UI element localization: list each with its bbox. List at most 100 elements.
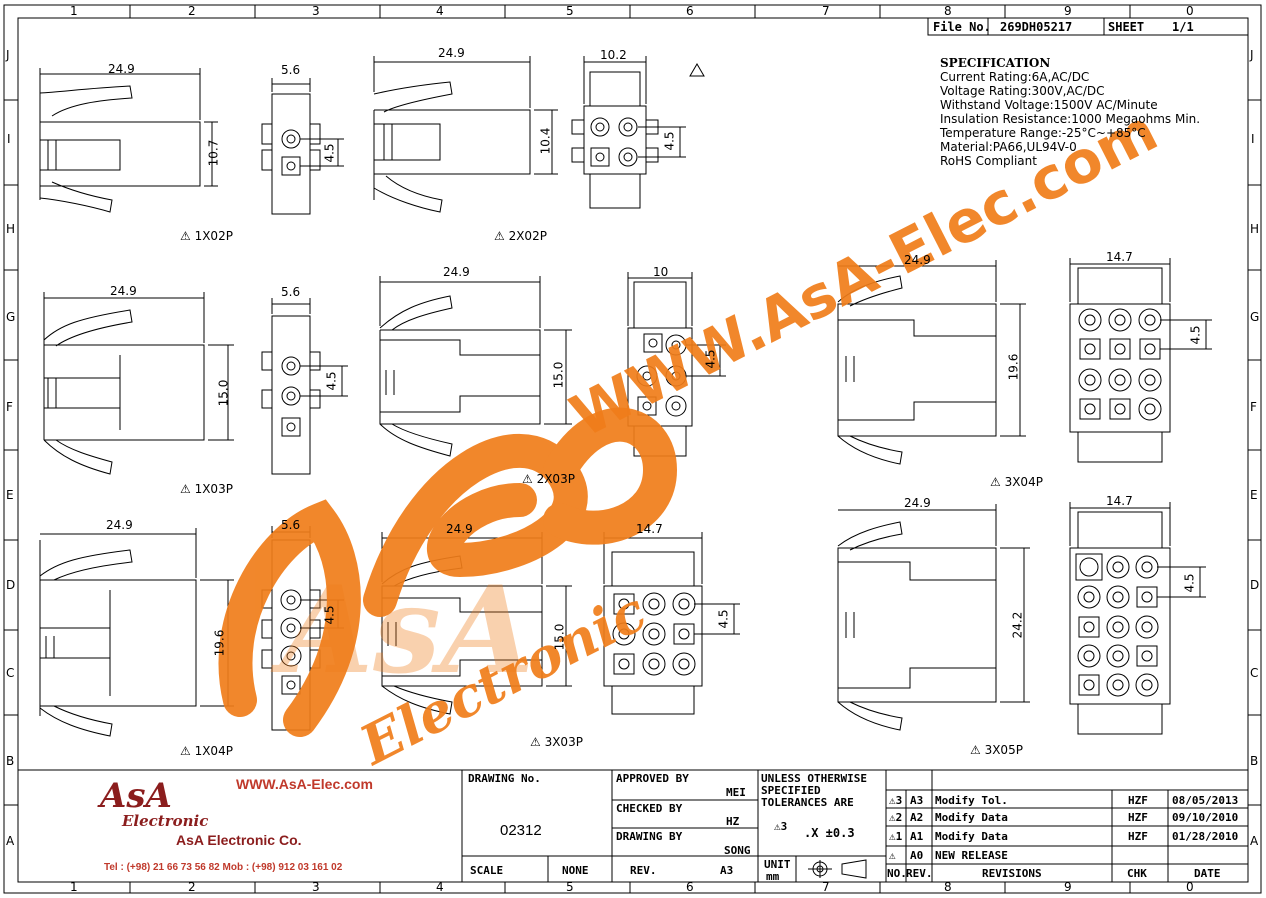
tol-line-2: SPECIFIED: [761, 784, 821, 797]
rev-code: A1: [910, 830, 924, 843]
dim-width: 10: [653, 265, 669, 279]
front-view-1x02: [261, 78, 344, 215]
rev-value: A3: [720, 864, 734, 877]
scale-label: SCALE: [470, 864, 504, 877]
rev-chk: HZF: [1128, 794, 1148, 807]
dim-width: 10.2: [600, 48, 627, 62]
company-logo: AsA: [100, 776, 172, 816]
side-view-3x05: [837, 504, 1030, 731]
dim-width: 14.7: [1106, 494, 1133, 508]
view-label: ⚠ 3X05P: [970, 743, 1023, 757]
rev-mark: ⚠3: [889, 794, 903, 807]
rev-chk: HZF: [1128, 830, 1148, 843]
scale-value: NONE: [562, 864, 589, 877]
file-no: 269DH05217: [1000, 20, 1073, 34]
dim-width: 14.7: [636, 522, 663, 536]
front-view-2x02: [571, 56, 686, 209]
grid-col-6b: 6: [686, 880, 694, 894]
dim-width: 5.6: [281, 63, 301, 77]
dim-height: 15.0: [551, 361, 566, 389]
approved-by: MEI: [726, 786, 746, 799]
grid-col-3b: 3: [312, 880, 320, 894]
dim-pitch: 4.5: [1188, 325, 1203, 345]
grid-row-c-r: C: [1250, 666, 1259, 680]
grid-row-f-r: F: [1250, 400, 1257, 414]
grid-col-2: 2: [188, 4, 196, 18]
company-tel: Tel : (+98) 21 66 73 56 82 Mob : (+98) 9…: [104, 862, 343, 873]
grid-row-h-r: H: [1250, 222, 1260, 236]
grid-row-e: E: [6, 488, 14, 502]
dim-pitch: 4.5: [703, 349, 718, 369]
rev-desc: Modify Tol.: [935, 794, 1008, 807]
grid-row-g-r: G: [1250, 310, 1260, 324]
dim-pitch: 4.5: [322, 143, 337, 163]
grid-col-2b: 2: [188, 880, 196, 894]
grid-row-f: F: [6, 400, 13, 414]
company-name: AsA Electronic Co.: [176, 832, 302, 848]
grid-col-9: 9: [1064, 4, 1072, 18]
spec-line: Withstand Voltage:1500V AC/Minute: [940, 98, 1158, 112]
rev-mark: ⚠1: [889, 830, 903, 843]
approved-label: APPROVED BY: [616, 772, 689, 785]
spec-title: SPECIFICATION: [940, 56, 1051, 70]
spec-line: Insulation Resistance:1000 Megaohms Min.: [940, 112, 1201, 126]
grid-col-6: 6: [686, 4, 694, 18]
title-block-lines: [18, 769, 1248, 882]
grid-row-b: B: [6, 754, 15, 768]
hdr-no: NO.: [887, 867, 907, 880]
spec-line: Current Rating:6A,AC/DC: [940, 70, 1090, 84]
company-web[interactable]: WWW.AsA-Elec.com: [236, 776, 373, 792]
dim-height: 19.6: [1006, 353, 1021, 381]
tol-line-3: TOLERANCES ARE: [761, 796, 854, 809]
dim-length: 24.9: [904, 253, 931, 267]
grid-row-d-r: D: [1250, 578, 1260, 592]
drawn-by: SONG: [724, 844, 751, 857]
front-view-3x03: [603, 532, 740, 715]
spec-line: Temperature Range:-25°C~+85°C: [940, 126, 1146, 140]
rev-date: 08/05/2013: [1172, 794, 1239, 807]
grid-row-c: C: [6, 666, 15, 680]
dim-length: 24.9: [443, 265, 470, 279]
grid-row-i-r: I: [1251, 132, 1255, 146]
rev-desc: NEW RELEASE: [935, 849, 1008, 862]
file-no-label: File No.: [933, 20, 991, 34]
dim-height: 15.0: [552, 623, 567, 651]
hdr-rev: REV.: [906, 867, 933, 880]
side-view-1x02: [39, 68, 218, 213]
grid-col-4: 4: [436, 4, 444, 18]
rev-date: 01/28/2010: [1172, 830, 1239, 843]
dim-height: 10.7: [206, 139, 221, 167]
grid-col-3: 3: [312, 4, 320, 18]
side-view-2x02: [373, 56, 558, 213]
grid-row-j-r: J: [1250, 48, 1254, 62]
grid-col-0b: 0: [1186, 880, 1194, 894]
grid-col-5b: 5: [566, 880, 574, 894]
grid-col-7b: 7: [822, 880, 830, 894]
front-view-3x05: [1069, 502, 1206, 735]
spec-line: Material:PA66,UL94V-0: [940, 140, 1077, 154]
rev-code: A3: [910, 794, 924, 807]
grid-col-8: 8: [944, 4, 952, 18]
drawn-label: DRAWING BY: [616, 830, 683, 843]
dim-height: 15.0: [216, 379, 231, 407]
dim-length: 24.9: [438, 46, 465, 60]
sheet-label: SHEET: [1108, 20, 1145, 34]
grid-col-4b: 4: [436, 880, 444, 894]
grid-col-9b: 9: [1064, 880, 1072, 894]
grid-row-a-r: A: [1250, 834, 1259, 848]
dim-length: 24.9: [446, 522, 473, 536]
side-view-3x04: [837, 260, 1026, 465]
grid-col-5: 5: [566, 4, 574, 18]
hdr-revisions: REVISIONS: [982, 867, 1042, 880]
rev-chk: HZF: [1128, 811, 1148, 824]
grid-row-i: I: [7, 132, 11, 146]
view-label: ⚠ 2X03P: [522, 472, 575, 486]
rev-desc: Modify Data: [935, 811, 1008, 824]
drawing-no-label: DRAWING No.: [468, 772, 541, 785]
dim-pitch: 4.5: [662, 131, 677, 151]
grid-col-7: 7: [822, 4, 830, 18]
grid-row-a: A: [6, 834, 15, 848]
view-label: ⚠ 2X02P: [494, 229, 547, 243]
view-label: ⚠ 3X03P: [530, 735, 583, 749]
